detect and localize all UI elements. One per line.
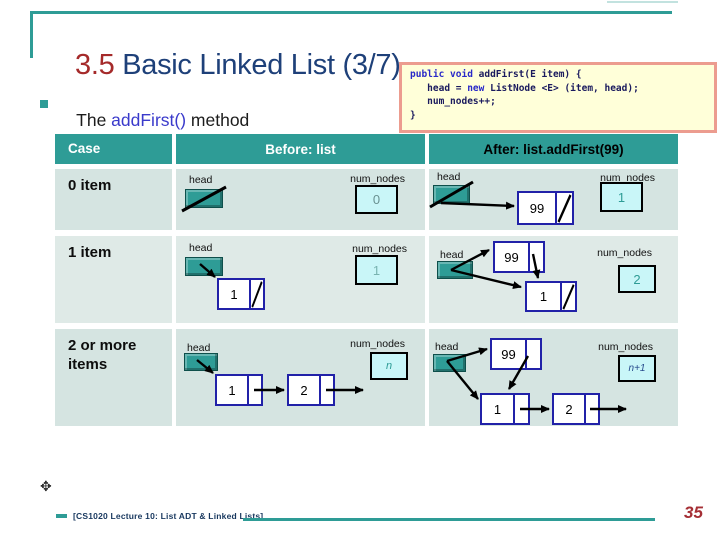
case-label-0-item: 0 item: [55, 169, 172, 230]
head-pointer-box: [437, 261, 473, 279]
bullet-post: method: [186, 110, 250, 130]
diagram-after-1-item: head 99 1 num_nodes 2: [429, 236, 678, 323]
list-node: 2: [552, 393, 600, 425]
null-slash: [557, 194, 572, 223]
num-nodes-value-box: 1: [355, 255, 398, 285]
num-nodes-label: num_nodes: [350, 173, 405, 185]
code-signature: addFirst(E item) {: [472, 69, 582, 80]
title-left-border: [30, 11, 33, 58]
list-node: 1: [525, 281, 577, 312]
head-label: head: [189, 174, 213, 186]
code-keyword-new: new: [467, 82, 485, 94]
case-label-1-item: 1 item: [55, 236, 172, 323]
node-data: 2: [554, 395, 586, 423]
node-data: 1: [527, 283, 562, 310]
move-cursor-icon: ✥: [40, 478, 52, 494]
title-section-number: 3.5: [75, 49, 115, 81]
node-data: 99: [495, 243, 530, 271]
diagram-before-0-item: head num_nodes 0: [176, 169, 425, 230]
code-line-1: public void addFirst(E item) {: [410, 68, 710, 82]
node-pointer: [321, 376, 333, 404]
diagram-after-0-item: head 99 num_nodes 1: [429, 169, 678, 230]
node-data: 1: [219, 280, 251, 308]
footer-dash-icon: [56, 514, 67, 518]
bullet-text: The addFirst() method: [57, 89, 249, 152]
head-pointer-box: [433, 354, 466, 372]
node-pointer: [586, 395, 598, 423]
list-node: 2: [287, 374, 335, 406]
page-title: 3.5 Basic Linked List (3/7): [44, 16, 401, 115]
node-data: 99: [492, 340, 527, 368]
code-assign: head =: [410, 82, 468, 94]
node-pointer: [530, 243, 543, 271]
bullet-pre: The: [76, 110, 112, 130]
title-text: Basic Linked List (3/7): [114, 49, 401, 81]
num-nodes-value-box: n+1: [618, 355, 656, 382]
num-nodes-value-box: 1: [600, 182, 643, 212]
code-line-3: num_nodes++;: [410, 96, 496, 107]
num-nodes-label: num_nodes: [598, 341, 653, 353]
diagram-before-2-or-more: head 1 2 num_nodes n: [176, 329, 425, 426]
top-accent-line-faint: [607, 1, 678, 3]
bullet-square-icon: [40, 100, 48, 108]
title-top-border: [30, 11, 672, 14]
page-number: 35: [684, 503, 703, 522]
head-label: head: [440, 249, 464, 261]
head-label: head: [189, 242, 213, 254]
num-nodes-value-box: n: [370, 352, 408, 380]
head-pointer-box: [433, 185, 470, 204]
list-node: 1: [217, 278, 265, 310]
head-label: head: [437, 171, 461, 183]
node-pointer: [249, 376, 261, 404]
diagram-before-1-item: head 1 num_nodes 1: [176, 236, 425, 323]
column-header-after: After: list.addFirst(99): [429, 134, 678, 164]
list-node: 1: [480, 393, 530, 425]
code-line-4: }: [410, 109, 416, 121]
node-pointer-null: [251, 280, 263, 308]
node-pointer: [515, 395, 528, 423]
num-nodes-value-box: 2: [618, 265, 656, 293]
num-nodes-label: num_nodes: [597, 247, 652, 259]
node-pointer: [527, 340, 540, 368]
num-nodes-label: num_nodes: [352, 243, 407, 255]
num-nodes-label: num_nodes: [600, 172, 655, 184]
null-slash: [251, 281, 263, 308]
head-pointer-box: [184, 353, 218, 371]
column-header-before: Before: list: [176, 134, 425, 164]
num-nodes-label: num_nodes: [350, 338, 405, 350]
node-data: 1: [217, 376, 249, 404]
diagram-after-2-or-more: head 99 1 2 num_nodes n+1: [429, 329, 678, 426]
node-data: 1: [482, 395, 515, 423]
footer-course-text: [CS1020 Lecture 10: List ADT & Linked Li…: [73, 511, 264, 521]
head-label: head: [435, 341, 459, 353]
node-pointer-null: [557, 193, 572, 223]
bullet-method-name: addFirst(): [111, 110, 187, 130]
node-pointer-null: [562, 283, 575, 310]
footer-rule: [243, 518, 655, 521]
num-nodes-value-box: 0: [355, 185, 398, 214]
list-node-new: 99: [490, 338, 542, 370]
node-data: 99: [519, 193, 557, 223]
case-label-2-or-more: 2 or more items: [55, 329, 172, 426]
code-line-2: head = new ListNode <E> (item, head);: [410, 82, 710, 96]
head-pointer-box: [185, 189, 223, 208]
list-node-new: 99: [493, 241, 545, 273]
null-slash: [562, 284, 575, 310]
code-constructor: ListNode <E> (item, head);: [484, 82, 639, 94]
code-keyword: public void: [410, 69, 473, 80]
column-header-case: Case: [55, 134, 172, 164]
head-label: head: [187, 342, 211, 354]
node-data: 2: [289, 376, 321, 404]
code-snippet-box: public void addFirst(E item) { head = ne…: [399, 62, 717, 133]
list-node: 1: [215, 374, 263, 406]
head-pointer-box: [185, 257, 223, 276]
list-node: 99: [517, 191, 574, 225]
